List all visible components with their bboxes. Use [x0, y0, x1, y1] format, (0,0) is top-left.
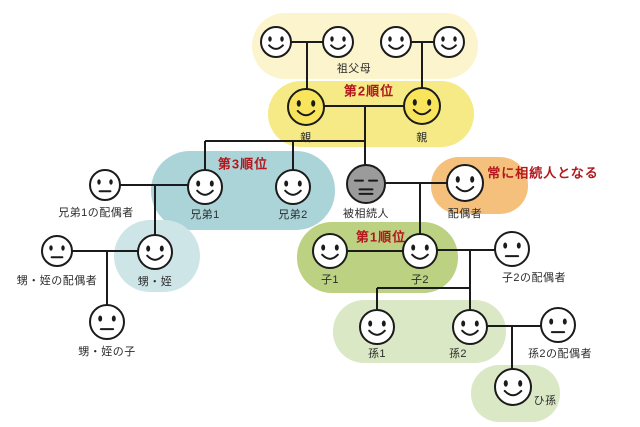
connector-line — [377, 287, 470, 289]
person-label-nephew-niece-child: 甥・姪の子 — [78, 346, 136, 358]
neutral-face-icon — [41, 235, 73, 267]
deceased-face-icon — [346, 164, 386, 204]
person-grandchild2 — [450, 307, 490, 347]
neutral-face-icon — [89, 304, 125, 340]
smiley-face-icon — [433, 26, 465, 58]
person-label-grandchild2-spouse: 孫2の配偶者 — [527, 348, 593, 360]
smiley-face-icon — [312, 233, 348, 269]
connector-line — [292, 141, 294, 171]
connector-line — [106, 251, 108, 306]
person-parent-right — [401, 85, 443, 127]
connector-line — [376, 288, 378, 311]
smiley-face-icon — [494, 368, 532, 406]
person-nephew-niece-spouse — [39, 233, 75, 269]
neutral-face-icon — [89, 169, 121, 201]
smiley-face-icon — [287, 88, 325, 126]
person-great-grandchild — [492, 366, 534, 408]
neutral-face-icon — [540, 307, 576, 343]
person-sibling2 — [273, 167, 313, 207]
person-nephew-niece-child — [87, 302, 127, 342]
smiley-face-icon — [359, 309, 395, 345]
connector-line — [421, 42, 423, 89]
smiley-face-icon — [403, 87, 441, 125]
person-grandparent-3 — [378, 24, 414, 60]
connector-line — [419, 183, 421, 235]
spouse-note-label: 常に相続人となる — [487, 165, 599, 181]
smiley-face-icon — [380, 26, 412, 58]
person-label-nephew-niece: 甥・姪 — [137, 276, 173, 288]
person-label-great-grandchild: ひ孫 — [533, 395, 557, 407]
person-label-grandchild2: 孫2 — [448, 348, 468, 360]
neutral-face-icon — [494, 231, 530, 267]
connector-line — [306, 42, 308, 90]
connector-line — [346, 250, 404, 252]
person-nephew-niece — [135, 232, 175, 272]
person-child2 — [400, 231, 440, 271]
connector-line — [154, 185, 156, 236]
person-label-nephew-niece-spouse: 甥・姪の配偶者 — [16, 275, 98, 287]
connector-line — [469, 251, 471, 311]
person-decedent — [344, 162, 388, 206]
person-label-parent-right: 親 — [416, 132, 428, 144]
rank3-label: 第3順位 — [217, 156, 269, 172]
grandparents-label: 祖父母 — [336, 63, 372, 75]
rank1-label: 第1順位 — [355, 229, 407, 245]
smiley-face-icon — [446, 164, 484, 202]
person-label-sibling1: 兄弟1 — [190, 209, 220, 221]
connector-line — [436, 249, 496, 251]
person-parent-left — [285, 86, 327, 128]
smiley-face-icon — [275, 169, 311, 205]
rank2-label: 第2順位 — [343, 83, 395, 99]
smiley-face-icon — [260, 26, 292, 58]
person-label-child2-spouse: 子2の配偶者 — [501, 272, 567, 284]
person-grandchild2-spouse — [538, 305, 578, 345]
smiley-face-icon — [402, 233, 438, 269]
person-child2-spouse — [492, 229, 532, 269]
connector-line — [204, 141, 206, 171]
person-label-child2: 子2 — [410, 274, 430, 286]
person-grandparent-4 — [431, 24, 467, 60]
person-spouse — [444, 162, 486, 204]
connector-line — [364, 106, 366, 166]
smiley-face-icon — [322, 26, 354, 58]
smiley-face-icon — [452, 309, 488, 345]
connector-line — [511, 326, 513, 370]
person-label-sibling1-spouse: 兄弟1の配偶者 — [58, 207, 134, 219]
person-sibling1-spouse — [87, 167, 123, 203]
smiley-face-icon — [187, 169, 223, 205]
connector-line — [205, 140, 365, 142]
connector-line — [486, 325, 542, 327]
person-child1 — [310, 231, 350, 271]
person-label-parent-left: 親 — [300, 132, 312, 144]
person-grandparent-1 — [258, 24, 294, 60]
connector-line — [384, 182, 448, 184]
person-label-grandchild1: 孫1 — [367, 348, 387, 360]
connector-line — [72, 250, 139, 252]
smiley-face-icon — [137, 234, 173, 270]
person-sibling1 — [185, 167, 225, 207]
person-label-decedent: 被相続人 — [343, 208, 389, 220]
person-grandchild1 — [357, 307, 397, 347]
person-label-sibling2: 兄弟2 — [278, 209, 308, 221]
person-label-spouse: 配偶者 — [447, 208, 483, 220]
person-label-child1: 子1 — [320, 274, 340, 286]
person-grandparent-2 — [320, 24, 356, 60]
